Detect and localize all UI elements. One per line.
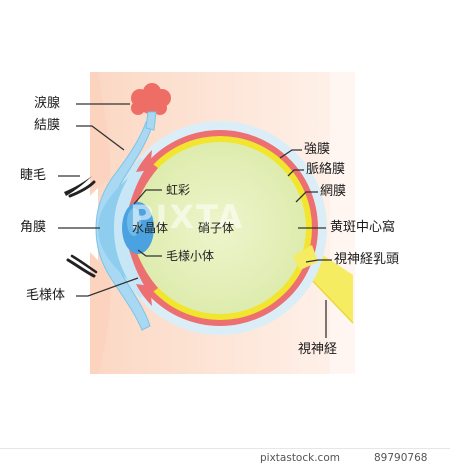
label-sclera: 強膜 (304, 142, 331, 157)
lower-eyelash-2 (70, 254, 98, 274)
lacrimal-gland (131, 83, 171, 115)
leader-iris (133, 189, 162, 205)
lower-eyelid (90, 252, 111, 374)
leader-retina (295, 191, 318, 203)
lower-eyelash (66, 258, 96, 278)
leader-conjunctiva (76, 125, 125, 151)
upper-eyelid (90, 72, 111, 196)
label-lacrimal-gland: 涙腺 (34, 96, 61, 111)
lens-highlight (127, 208, 141, 236)
label-choroid: 脈絡膜 (306, 162, 346, 177)
label-eyelash: 睫毛 (20, 168, 47, 183)
leader-zonule (137, 249, 162, 257)
label-ciliary-body: 毛様体 (26, 288, 66, 303)
label-optic-disc: 視神経乳頭 (334, 252, 400, 267)
leader-optic-disc (305, 259, 332, 263)
stock-footer: pixtastock.com 89790768 (0, 448, 450, 470)
footer-site: pixtastock.com (260, 452, 340, 464)
label-macula: 黄斑中心窩 (330, 220, 396, 235)
leader-ciliary (76, 277, 139, 297)
watermark-text: PIXTA (130, 198, 245, 236)
leader-sclera (279, 149, 302, 159)
upper-eyelash (64, 176, 92, 196)
ciliary-upper (136, 150, 152, 172)
label-ciliary-zonule: 毛様小体 (166, 249, 215, 263)
label-lens: 水晶体 (132, 221, 169, 235)
vitreous-body (134, 142, 306, 314)
optic-disc (293, 245, 318, 270)
label-conjunctiva: 結膜 (34, 118, 61, 133)
footer-id: 89790768 (374, 452, 428, 464)
leader-choroid (287, 169, 304, 177)
iris-lower (128, 244, 158, 294)
upper-eyelash-2 (68, 180, 96, 198)
skin-right-fade (330, 72, 355, 374)
ciliary-lower (136, 284, 152, 306)
lacrimal-duct (145, 111, 157, 131)
cornea-shape (98, 178, 128, 280)
leader-lines (58, 103, 332, 338)
label-cornea: 角膜 (20, 220, 47, 235)
label-retina: 網膜 (320, 184, 347, 199)
label-vitreous: 硝子体 (198, 221, 235, 235)
label-optic-nerve: 視神経 (298, 342, 338, 357)
label-iris: 虹彩 (166, 183, 191, 197)
iris-upper (128, 162, 158, 212)
